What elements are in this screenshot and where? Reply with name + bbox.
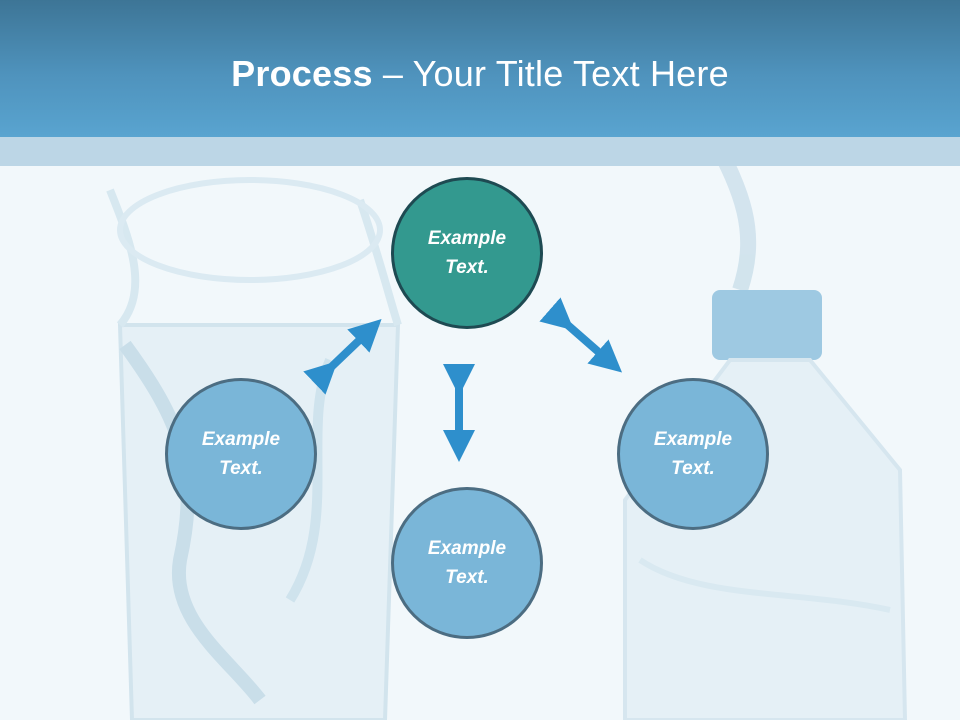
process-node-left: Example Text. xyxy=(165,378,317,530)
title-banner xyxy=(0,0,960,137)
slide-title-rest: – Your Title Text Here xyxy=(372,53,729,94)
process-node-top-label: Example Text. xyxy=(427,228,507,278)
process-node-right: Example Text. xyxy=(617,378,769,530)
title-banner-strip xyxy=(0,137,960,166)
process-node-bottom-label: Example Text. xyxy=(427,538,507,588)
process-node-bottom: Example Text. xyxy=(391,487,543,639)
process-node-right-label: Example Text. xyxy=(653,429,733,479)
slide-title: Process – Your Title Text Here xyxy=(0,52,960,96)
process-node-top: Example Text. xyxy=(391,177,543,329)
process-node-left-label: Example Text. xyxy=(201,429,281,479)
slide-title-bold: Process xyxy=(231,53,373,94)
